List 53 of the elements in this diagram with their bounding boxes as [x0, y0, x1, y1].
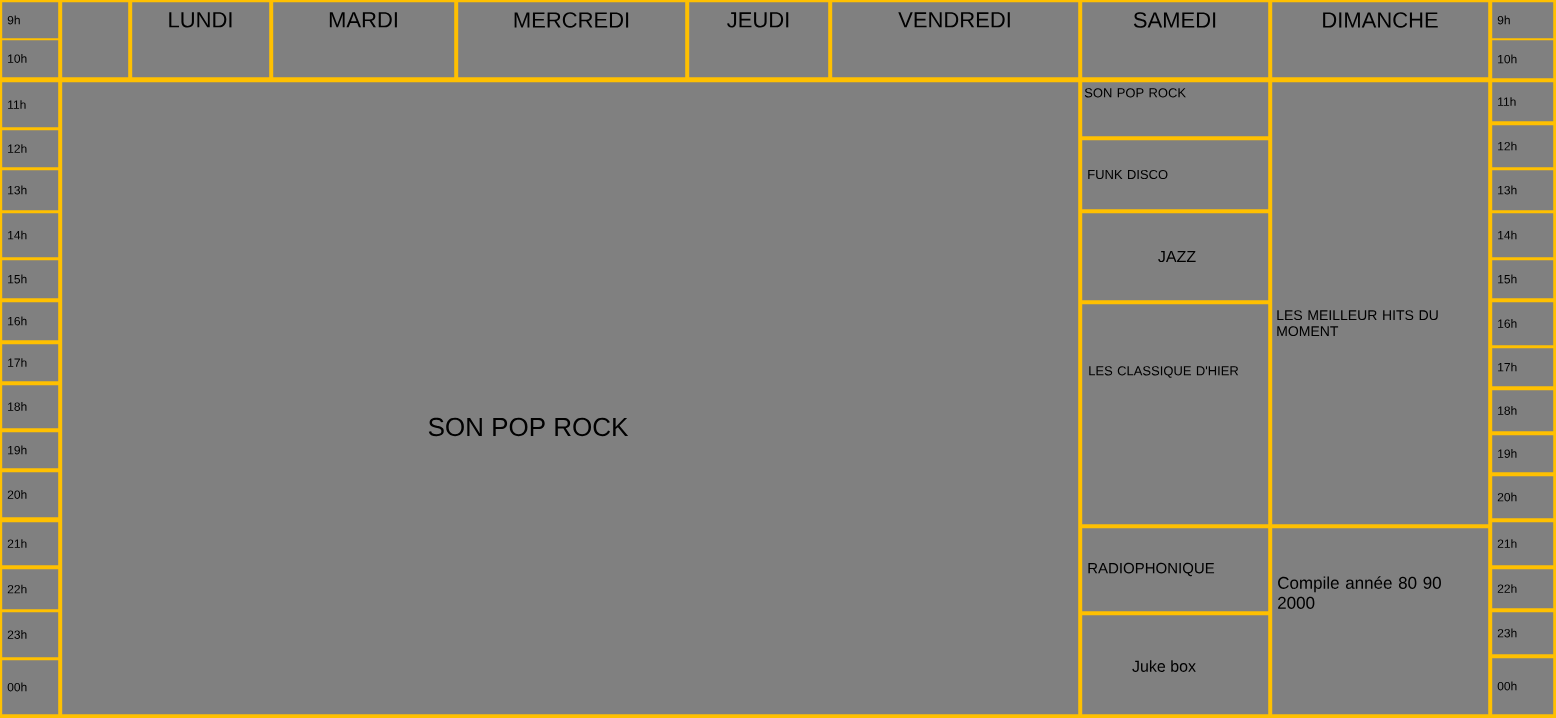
hour-cell: 16h: [1492, 302, 1554, 346]
hour-cell: 00h: [1492, 658, 1554, 715]
hour-cell: 18h: [1492, 390, 1554, 432]
hour-cell: 20h: [1492, 476, 1554, 519]
program-cell: Juke box: [1082, 615, 1269, 715]
hour-cell: 23h: [1492, 612, 1554, 655]
program-block: SON POP ROCK: [62, 82, 1079, 715]
hour-cell: 20h: [2, 472, 59, 518]
program-cell: JAZZ: [1082, 213, 1269, 301]
hour-cell: 21h: [2, 522, 59, 566]
node-label: 10h: [1498, 54, 1517, 64]
day-header: JEUDI: [689, 2, 829, 78]
hour-cell: 22h: [1492, 569, 1554, 609]
node-label: 10h: [8, 54, 27, 63]
program-cell: Compile année 80 90 2000: [1272, 528, 1489, 715]
hour-cell: 14h: [1492, 213, 1554, 258]
hour-cell: 19h: [2, 432, 59, 469]
day-header: VENDREDI: [832, 2, 1079, 78]
hour-cell: 12h: [2, 130, 59, 168]
day-header: LUNDI: [132, 2, 270, 78]
hour-cell: 17h: [2, 344, 59, 382]
hour-cell: 10h: [1492, 40, 1554, 79]
hour-cell: 00h: [2, 660, 59, 715]
hour-cell: 13h: [2, 170, 59, 211]
hour-cell: 9h: [2, 2, 59, 39]
day-header: MERCREDI: [458, 2, 686, 78]
day-header: DIMANCHE: [1272, 2, 1489, 78]
hour-cell: 17h: [1492, 348, 1554, 387]
day-header: MARDI: [273, 2, 455, 78]
hour-cell: 16h: [2, 302, 59, 341]
hour-cell: 22h: [2, 569, 59, 610]
hour-cell: 14h: [2, 213, 59, 258]
hour-cell: 15h: [2, 260, 59, 299]
hour-cell: 23h: [2, 612, 59, 658]
program-cell: FUNK DISCO: [1082, 140, 1269, 210]
hour-cell: 18h: [2, 385, 59, 429]
hour-cell: 13h: [1492, 170, 1554, 211]
program-cell: RADIOPHONIQUE: [1082, 528, 1269, 612]
hour-cell: 19h: [1492, 435, 1554, 473]
node-label: 9h: [7, 15, 20, 25]
hour-cell: 21h: [1492, 522, 1554, 566]
hour-cell: 11h: [2, 82, 59, 128]
program-cell: SON POP ROCK: [1082, 82, 1269, 137]
hour-cell: 11h: [1492, 82, 1554, 122]
hour-cell: 10h: [2, 40, 59, 78]
hour-cell: 12h: [1492, 125, 1554, 168]
program-cell: LES CLASSIQUE D'HIER: [1082, 304, 1269, 525]
node-label: 9h: [1497, 15, 1510, 25]
day-header: SAMEDI: [1082, 2, 1269, 78]
hour-cell: 9h: [1492, 2, 1554, 39]
program-cell: LES MEILLEUR HITS DU MOMENT: [1272, 82, 1489, 525]
header-cell: [62, 2, 129, 78]
hour-cell: 15h: [1492, 260, 1554, 299]
